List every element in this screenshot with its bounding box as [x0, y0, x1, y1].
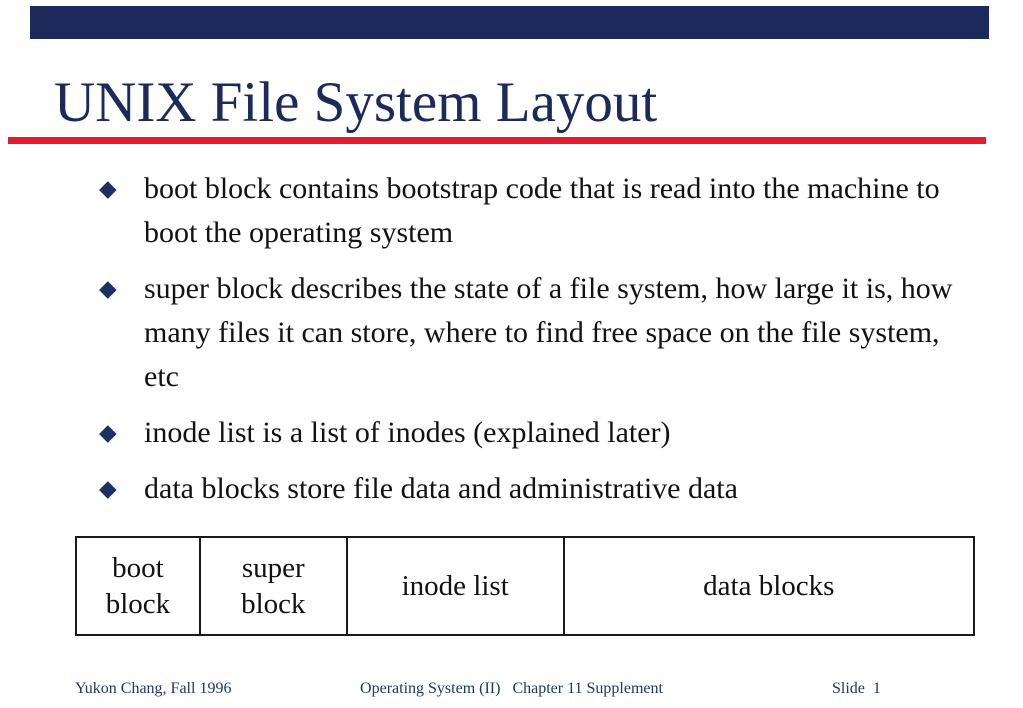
- bullet-text: inode list is a list of inodes (explaine…: [144, 416, 671, 449]
- bullet-item-inode-list: ◆ inode list is a list of inodes (explai…: [99, 411, 971, 455]
- table-cell-data-blocks: data blocks: [562, 538, 973, 634]
- diamond-bullet-icon: ◆: [99, 420, 117, 446]
- bullet-text: boot block contains bootstrap code that …: [144, 172, 940, 249]
- table-cell-super-block: super block: [198, 538, 346, 634]
- bullet-item-super-block: ◆ super block describes the state of a f…: [99, 267, 971, 399]
- diamond-bullet-icon: ◆: [99, 476, 117, 502]
- diamond-bullet-icon: ◆: [99, 176, 117, 202]
- bullet-list: ◆ boot block contains bootstrap code tha…: [99, 167, 971, 523]
- bullet-text: super block describes the state of a fil…: [144, 272, 953, 393]
- page-title: UNIX File System Layout: [54, 71, 658, 134]
- bullet-text: data blocks store file data and administ…: [144, 472, 738, 505]
- table-cell-inode-list: inode list: [345, 538, 563, 634]
- footer-slide-number: Slide 1: [832, 680, 881, 697]
- table-cell-boot-block: boot block: [105, 552, 171, 620]
- bullet-item-boot-block: ◆ boot block contains bootstrap code tha…: [99, 167, 971, 255]
- slide-footer: Yukon Chang, Fall 1996 Operating System …: [0, 679, 1023, 703]
- title-underline-rule: [8, 137, 986, 144]
- footer-course: Operating System (II) Chapter 11 Supplem…: [360, 680, 663, 697]
- top-banner: [30, 6, 989, 39]
- bullet-item-data-blocks: ◆ data blocks store file data and admini…: [99, 467, 971, 511]
- fs-layout-table: boot block super block inode list data b…: [75, 536, 975, 636]
- diamond-bullet-icon: ◆: [99, 276, 117, 302]
- footer-author: Yukon Chang, Fall 1996: [75, 680, 232, 697]
